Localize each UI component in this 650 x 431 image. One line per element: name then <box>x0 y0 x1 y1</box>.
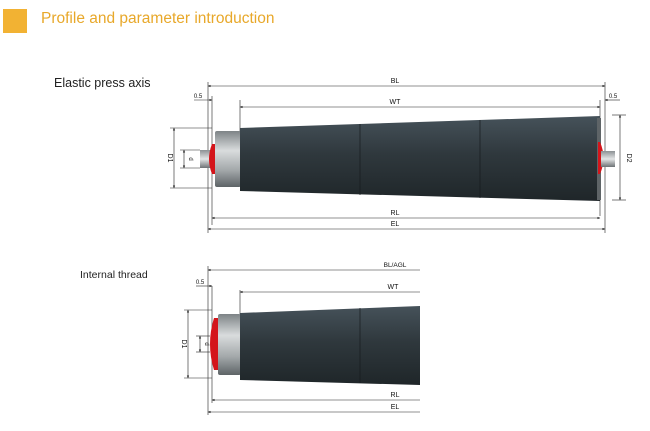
gap2-label: 0.5 <box>196 280 205 286</box>
el-label: EL <box>391 221 400 228</box>
left-hub-2 <box>218 314 241 375</box>
d-2-label: d <box>203 342 209 345</box>
d1-2-label: D1 <box>180 340 187 349</box>
el2-label: EL <box>391 404 400 411</box>
rl2-label: RL <box>391 392 400 399</box>
header-accent-square <box>3 9 27 33</box>
d1-label: D1 <box>166 154 173 163</box>
right-shaft <box>601 151 615 167</box>
internal-thread-diagram: BL/AGL 0.5 WT RL EL D1 d <box>180 262 420 415</box>
elastic-press-axis-diagram: BL 0.5 0.5 WT RL EL D1 d D2 <box>166 78 632 233</box>
left-hub <box>215 131 241 187</box>
rl-label: RL <box>391 210 400 217</box>
elastic-roller <box>200 116 615 201</box>
wt-label: WT <box>390 99 402 106</box>
gap-right-label: 0.5 <box>609 94 618 100</box>
wt2-label: WT <box>388 284 400 291</box>
bl-agl-label: BL/AGL <box>384 262 407 269</box>
bl-label: BL <box>391 78 400 85</box>
d-label: d <box>187 157 193 160</box>
elastic-press-axis-title: Elastic press axis <box>54 76 151 90</box>
header-title: Profile and parameter introduction <box>41 10 275 27</box>
gap-left-label: 0.5 <box>194 94 203 100</box>
section-header: Profile and parameter introduction <box>0 0 650 44</box>
internal-thread-roller <box>210 306 420 385</box>
roller-body-2 <box>240 306 420 385</box>
d2-label: D2 <box>625 154 632 163</box>
left-red-seal <box>209 144 216 174</box>
roller-body <box>240 116 600 201</box>
left-red-seal-2 <box>210 318 220 370</box>
internal-thread-title: Internal thread <box>80 269 148 281</box>
